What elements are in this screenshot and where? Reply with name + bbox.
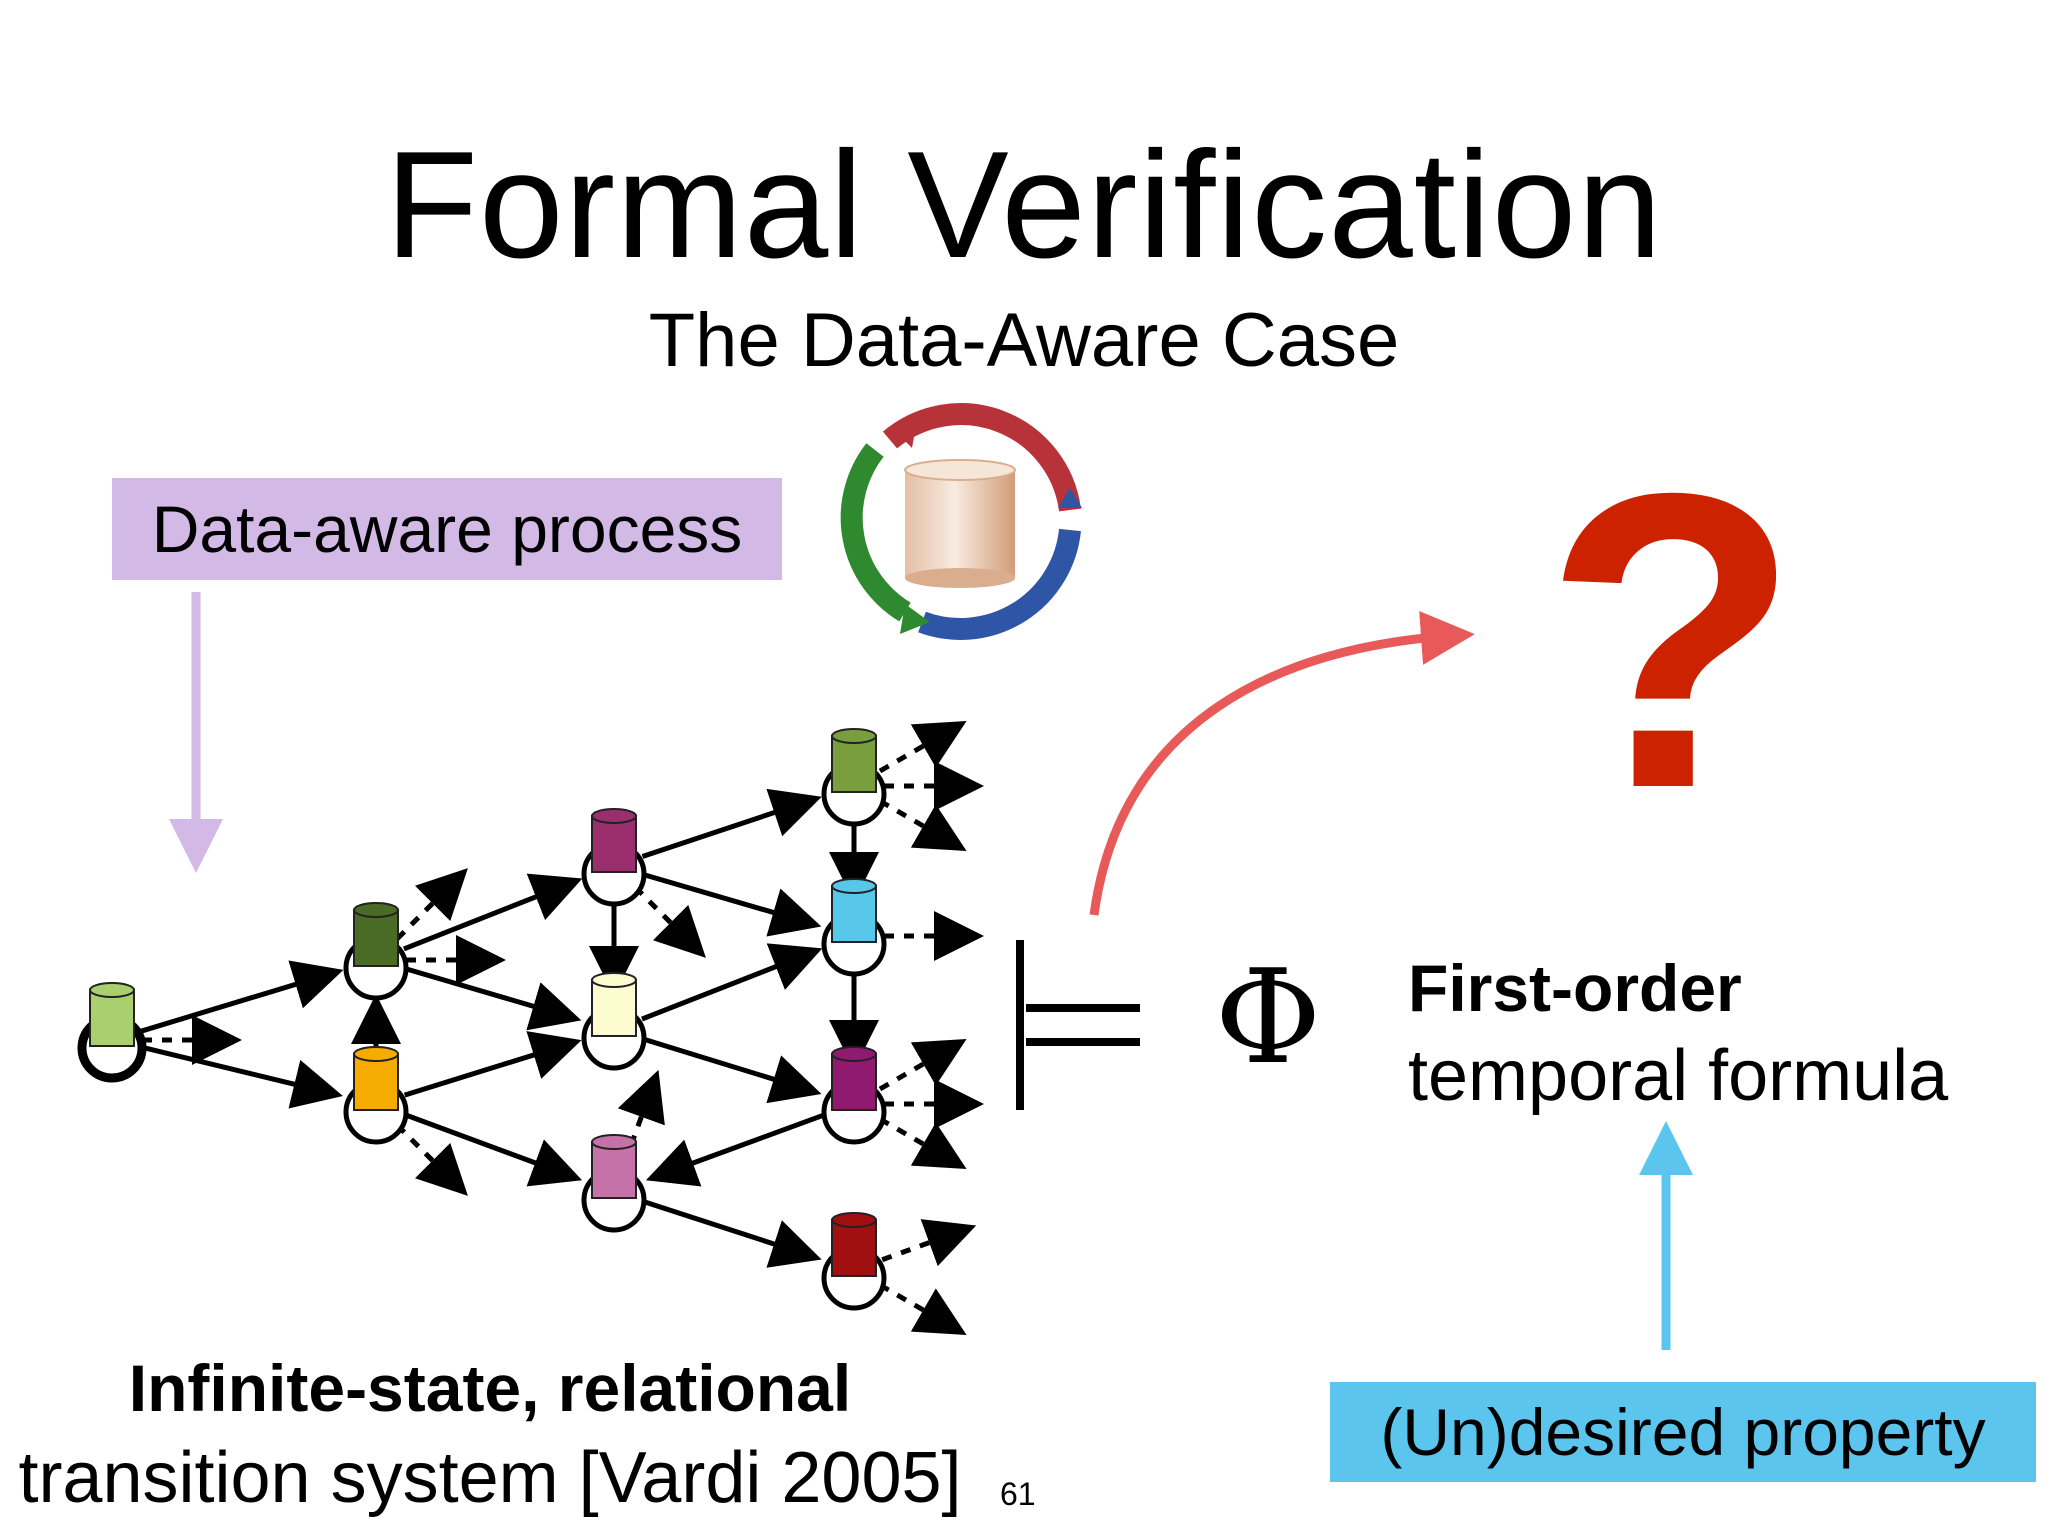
outgoing-edge-s6-0: [878, 720, 967, 774]
process-cycle-icon: [840, 403, 1082, 640]
transition-s1-s4: [404, 966, 582, 1031]
state-node: [581, 972, 647, 1071]
transition-s3-s7: [642, 872, 822, 937]
transition-s1-s3: [402, 873, 583, 952]
phi-symbol: Φ: [1215, 941, 1322, 1093]
page-number: 61: [1000, 1476, 1036, 1512]
state-node: [581, 1134, 647, 1233]
database-icon: [904, 459, 1016, 588]
outgoing-dotted-edges: [142, 720, 984, 1336]
transition-s0-s2: [140, 1044, 343, 1109]
outgoing-edge-s3-0: [633, 885, 706, 958]
outgoing-edge-s1-0: [395, 868, 468, 941]
state-node: [77, 982, 147, 1083]
data-aware-process-label: Data-aware process: [112, 478, 782, 580]
state-node: [821, 878, 887, 977]
transition-s2-s5: [403, 1112, 583, 1187]
undesired-property-label: (Un)desired property: [1330, 1382, 2036, 1482]
transition-s4-s7: [641, 943, 823, 1022]
models-symbol: [1016, 940, 1140, 1110]
state-nodes: [77, 728, 887, 1311]
outgoing-edge-s9-1: [878, 1282, 967, 1336]
temporal-formula-label: temporal formula: [1408, 1036, 1949, 1116]
outgoing-edge-s6-2: [878, 798, 967, 852]
state-node: [343, 902, 409, 1001]
outgoing-edge-s8-0: [878, 1038, 967, 1092]
slide-subtitle: The Data-Aware Case: [648, 298, 1400, 383]
outgoing-edge-s2-0: [395, 1123, 468, 1196]
transition-system-label: transition system [Vardi 2005]: [18, 1438, 962, 1518]
question-mark: ?: [1544, 407, 1801, 876]
transition-s3-s6: [641, 788, 822, 859]
outgoing-edge-s8-2: [878, 1116, 967, 1170]
red-curved-arrow: [1089, 611, 1475, 916]
outgoing-edge-s9-0: [881, 1219, 977, 1267]
first-order-label: First-order: [1408, 951, 1742, 1025]
transition-s8-s5: [645, 1111, 827, 1187]
transition-s2-s4: [403, 1031, 582, 1098]
state-node: [821, 728, 887, 827]
outgoing-edge-s5-0: [617, 1069, 665, 1165]
state-node: [821, 1212, 887, 1311]
transition-s5-s9: [641, 1198, 822, 1268]
state-node: [821, 1046, 887, 1145]
infinite-state-label: Infinite-state, relational: [128, 1351, 852, 1425]
state-node: [343, 1046, 409, 1145]
slide-title: Formal Verification: [385, 120, 1663, 290]
transition-s0-s1: [139, 960, 344, 1034]
state-node: [581, 808, 647, 907]
transition-edges: [139, 788, 879, 1268]
transition-s4-s8: [641, 1036, 822, 1104]
